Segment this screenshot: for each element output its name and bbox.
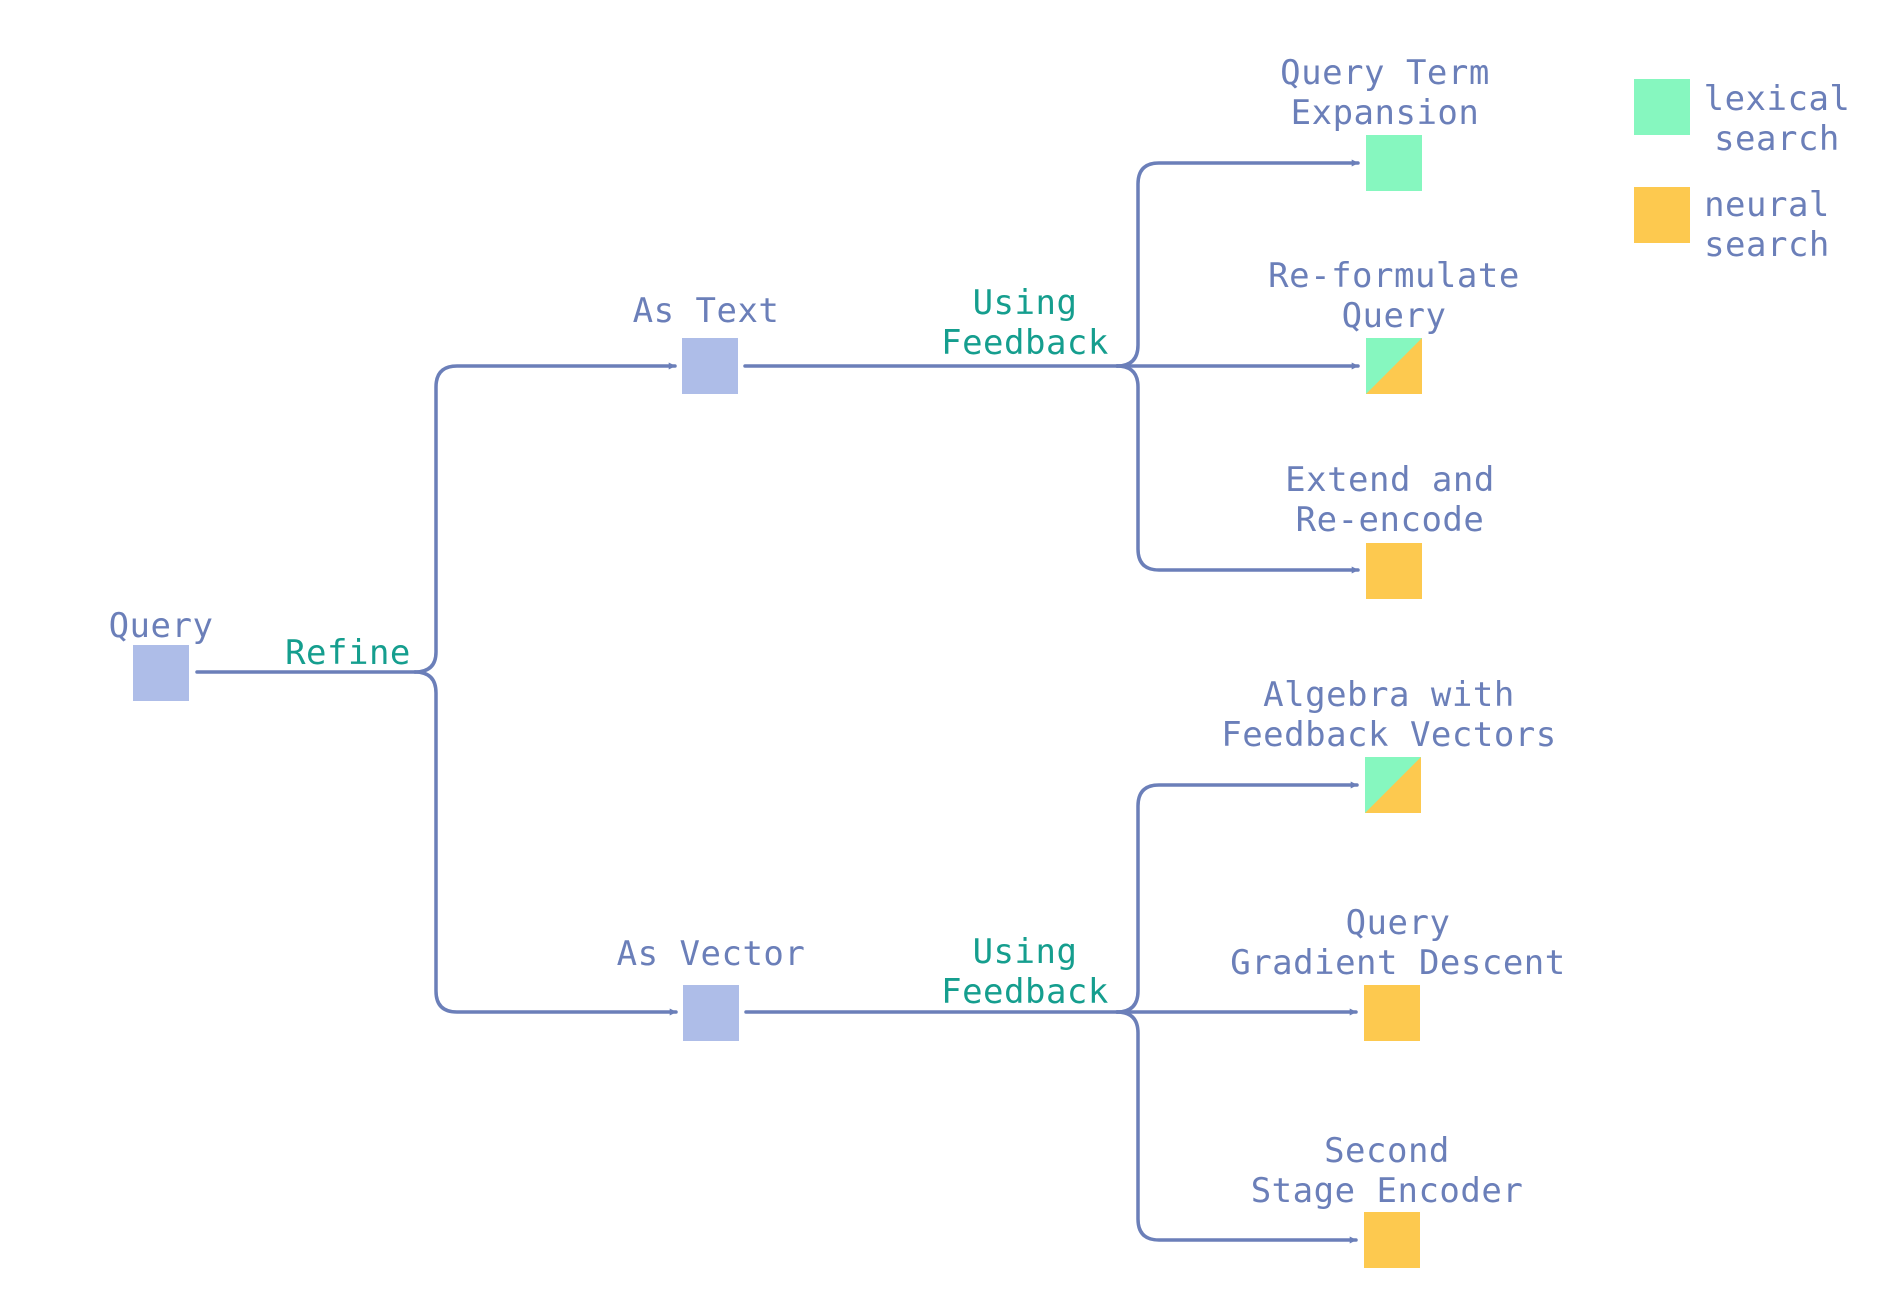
node-box-query-gradient-descent (1364, 985, 1420, 1041)
node-box-query-term-expansion (1366, 135, 1422, 191)
node-label-second-stage-encoder-line: Stage Encoder (1251, 1171, 1524, 1211)
node-label-as-text-line: As Text (633, 291, 780, 331)
node-label-algebra-feedback-line: Algebra with (1263, 675, 1515, 715)
node-label-as-vector-line: As Vector (617, 934, 806, 974)
edge-label-text-feedback-line: Using (973, 283, 1078, 323)
node-label-query-term-expansion-line: Query Term (1280, 53, 1490, 93)
edge-label-vector-feedback-line: Using (973, 932, 1078, 972)
edge-to-as-text (413, 362, 677, 674)
node-label-as-vector: As Vector (617, 934, 806, 974)
legend-label-lexical-line: lexical (1704, 79, 1851, 119)
edge-to-as-vector (413, 670, 678, 1016)
node-label-extend-reencode-line: Re-encode (1296, 500, 1485, 540)
edge-label-vector-feedback-line: Feedback (941, 972, 1109, 1012)
node-label-query-gradient-descent-line: Query (1346, 903, 1451, 943)
node-boxes (133, 79, 1690, 1268)
node-box-extend-reencode (1366, 543, 1422, 599)
node-box-reformulate-query (1366, 338, 1422, 394)
node-label-algebra-feedback-line: Feedback Vectors (1221, 715, 1557, 755)
node-box-as-vector (683, 985, 739, 1041)
node-box-as-text (682, 338, 738, 394)
edge-to-query-term-expansion (1115, 159, 1360, 368)
edge-to-second-stage-encoder (1115, 1010, 1358, 1244)
node-box-query (133, 645, 189, 701)
node-box-algebra-feedback (1365, 757, 1421, 813)
edge-to-algebra-feedback (1115, 781, 1359, 1014)
legend-swatch-neural (1634, 187, 1690, 243)
node-label-as-text: As Text (633, 291, 780, 331)
node-label-query-line: Query (109, 606, 214, 646)
node-label-reformulate-query-line: Re-formulate (1268, 256, 1520, 296)
legend-label-lexical-line: search (1714, 119, 1840, 159)
legend-label-neural-line: neural (1704, 185, 1830, 225)
node-label-reformulate-query-line: Query (1342, 296, 1447, 336)
node-label-extend-reencode-line: Extend and (1285, 460, 1495, 500)
node-label-query-gradient-descent-line: Gradient Descent (1230, 943, 1566, 983)
node-box-second-stage-encoder (1364, 1212, 1420, 1268)
legend-swatch-lexical (1634, 79, 1690, 135)
edge-label-refine: Refine (285, 633, 411, 673)
legend-label-neural-line: search (1704, 225, 1830, 265)
node-label-query-term-expansion-line: Expansion (1291, 93, 1480, 133)
node-label-second-stage-encoder-line: Second (1324, 1131, 1450, 1171)
edge-to-extend-reencode (1115, 364, 1360, 574)
edge-label-refine-line: Refine (285, 633, 411, 673)
node-label-query: Query (109, 606, 214, 646)
connectors (195, 159, 1360, 1244)
edge-label-text-feedback-line: Feedback (941, 323, 1109, 363)
